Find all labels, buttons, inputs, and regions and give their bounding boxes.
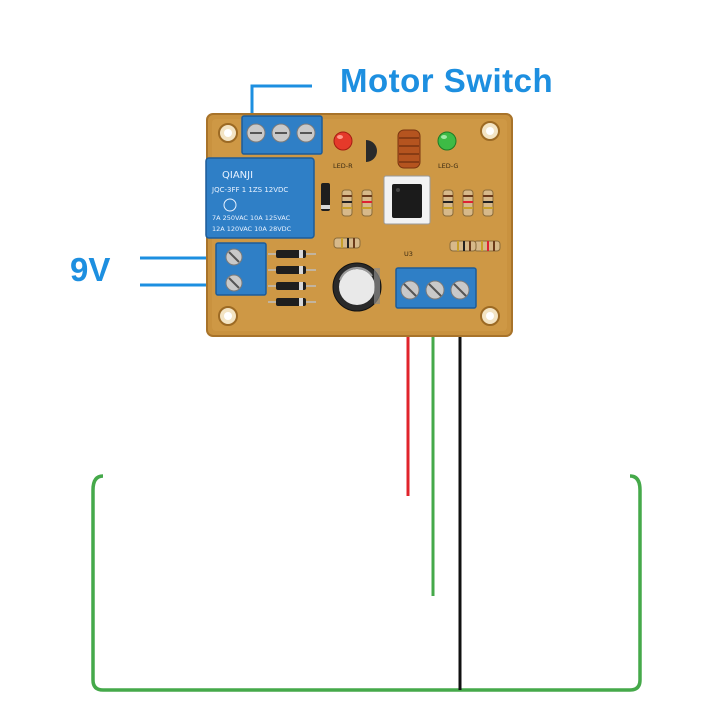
- relay-rating-2: 12A 120VAC 10A 28VDC: [212, 225, 292, 233]
- relay-rating-1: 7A 250VAC 10A 125VAC: [212, 214, 291, 222]
- motor-switch-pointer: [250, 84, 312, 116]
- led-red: LED-R: [333, 131, 353, 170]
- ic-label: U3: [404, 250, 413, 258]
- transistor: [366, 140, 377, 162]
- mounting-holes: [218, 121, 500, 326]
- water-tank-outline: [91, 474, 642, 692]
- relay-brand: QIANJI: [222, 170, 253, 181]
- relay: QIANJI JQC-3FF 1 1ZS 12VDC 7A 250VAC 10A…: [205, 157, 315, 239]
- flyback-diode: [321, 183, 330, 211]
- power-terminal-block: [215, 242, 267, 296]
- coil: [397, 129, 421, 169]
- relay-model: JQC-3FF 1 1ZS 12VDC: [211, 186, 288, 194]
- led-red-label: LED-R: [333, 162, 353, 170]
- resistors: [333, 189, 501, 252]
- led-green: LED-G: [437, 131, 458, 170]
- sensor-terminal-block: [395, 267, 477, 309]
- motor-switch-label: Motor Switch: [340, 62, 554, 99]
- ic-chip: U3: [383, 175, 431, 258]
- motor-terminal-block: [241, 115, 323, 155]
- rectifier-diodes: [268, 250, 316, 306]
- supply-voltage-label: 9V: [70, 251, 111, 288]
- electrolytic-capacitor: [332, 262, 382, 312]
- led-green-label: LED-G: [438, 162, 458, 170]
